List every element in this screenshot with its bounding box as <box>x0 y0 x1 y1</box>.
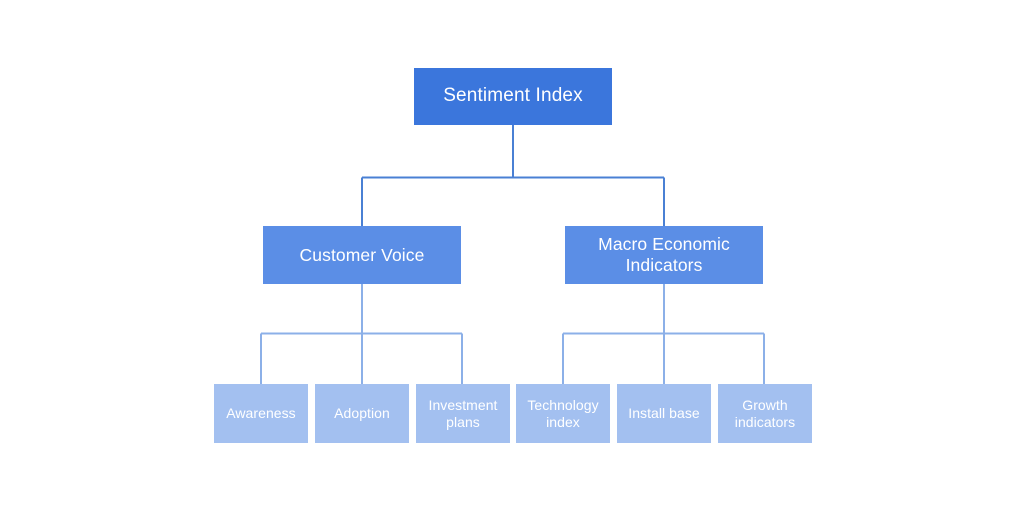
node-install-base[interactable]: Install base <box>617 384 711 443</box>
node-customer-voice[interactable]: Customer Voice <box>263 226 461 284</box>
node-label: Investment plans <box>428 396 498 430</box>
node-awareness[interactable]: Awareness <box>214 384 308 443</box>
node-label: Install base <box>628 405 700 422</box>
node-macro-economic-indicators[interactable]: Macro Economic Indicators <box>565 226 763 284</box>
node-investment-plans[interactable]: Investment plans <box>416 384 510 443</box>
node-label: Adoption <box>334 405 390 422</box>
node-label: Technology index <box>527 396 599 430</box>
node-technology-index[interactable]: Technology index <box>516 384 610 443</box>
node-label: Macro Economic Indicators <box>598 234 730 275</box>
node-label: Awareness <box>226 405 296 422</box>
node-sentiment-index[interactable]: Sentiment Index <box>414 68 612 125</box>
node-adoption[interactable]: Adoption <box>315 384 409 443</box>
node-label: Growth indicators <box>734 396 796 430</box>
node-label: Customer Voice <box>299 244 425 265</box>
node-growth-indicators[interactable]: Growth indicators <box>718 384 812 443</box>
node-label: Sentiment Index <box>443 85 583 107</box>
